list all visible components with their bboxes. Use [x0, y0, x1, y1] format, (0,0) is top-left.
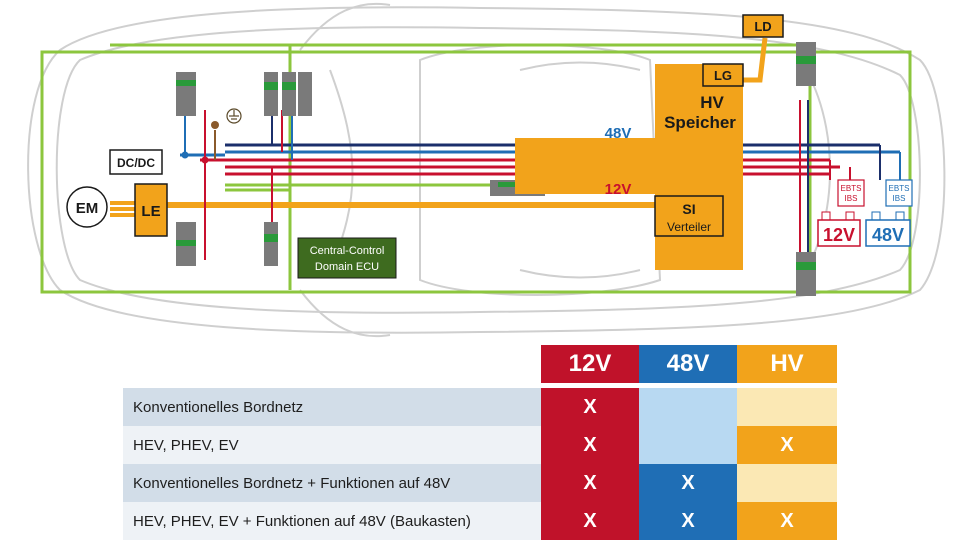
cell-48v: X	[639, 502, 737, 540]
row-label: HEV, PHEV, EV + Funktionen auf 48V (Bauk…	[123, 502, 541, 540]
ecu-module-icon	[264, 222, 278, 266]
ecu-label-1: Central-Control	[310, 245, 385, 257]
ecu-module-icon	[298, 72, 312, 116]
car-outline	[27, 2, 946, 338]
em-motor: EM	[66, 186, 108, 228]
ground-icon	[226, 108, 242, 124]
header-12v: 12V	[541, 345, 639, 383]
bus-48v-label: 48V	[605, 125, 632, 142]
cell-48v	[639, 426, 737, 464]
cell-hv	[737, 464, 837, 502]
ecu-module-icon	[796, 42, 816, 86]
cell-12v: X	[541, 426, 639, 464]
le-label: LE	[141, 203, 160, 220]
row-label: Konventionelles Bordnetz + Funktionen au…	[123, 464, 541, 502]
hv-speicher-block: HV Speicher	[515, 64, 743, 270]
cell-48v: X	[639, 464, 737, 502]
header-48v: 48V	[639, 345, 737, 383]
vehicle-wiring-diagram: HV Speicher LD LG SI Verteiler 48V 12V D…	[27, 2, 946, 338]
header-hv: HV	[737, 345, 837, 383]
cell-12v: X	[541, 464, 639, 502]
cell-hv	[737, 388, 837, 426]
ecu-label-2: Domain ECU	[315, 261, 379, 273]
dcdc-box: DC/DC	[109, 149, 163, 175]
ibs-blue-2: IBS	[893, 194, 906, 203]
ebts-ibs-12v: EBTS IBS	[821, 179, 865, 221]
cell-12v: X	[541, 388, 639, 426]
battery-12v-label: 12V	[823, 225, 855, 245]
row-label: Konventionelles Bordnetz	[123, 388, 541, 426]
cell-48v	[639, 388, 737, 426]
ebts-blue-1: EBTS	[889, 184, 910, 193]
le-box: LE	[134, 183, 168, 237]
battery-12v: 12V	[817, 219, 861, 247]
bus-12v-label: 12V	[605, 181, 632, 198]
dcdc-label: DC/DC	[117, 156, 155, 170]
em-label: EM	[76, 200, 99, 217]
ecu-module-icon	[264, 72, 278, 116]
ecu-modules	[176, 42, 816, 296]
ecu-module-icon	[282, 72, 296, 116]
ecu-module-icon	[176, 72, 196, 116]
ecu-module-icon	[176, 222, 196, 266]
ld-label: LD	[754, 19, 771, 34]
ibs-red-2: IBS	[845, 194, 858, 203]
si-label: SI	[682, 201, 695, 217]
ebts-red-1: EBTS	[841, 184, 862, 193]
ecu-module-icon	[796, 252, 816, 296]
row-label: HEV, PHEV, EV	[123, 426, 541, 464]
central-control-ecu: Central-Control Domain ECU	[297, 237, 397, 279]
ld-box: LD	[742, 14, 784, 38]
lg-box: LG	[702, 63, 744, 87]
ebts-ibs-48v: EBTS IBS	[871, 179, 913, 221]
hv-speicher-label-1: HV	[700, 93, 724, 112]
cell-hv: X	[737, 502, 837, 540]
cell-12v: X	[541, 502, 639, 540]
hv-speicher-label-2: Speicher	[664, 113, 736, 132]
verteiler-label: Verteiler	[667, 220, 711, 234]
cell-hv: X	[737, 426, 837, 464]
lg-label: LG	[714, 68, 732, 83]
battery-48v-label: 48V	[872, 225, 904, 245]
battery-48v: 48V	[865, 219, 911, 247]
si-verteiler-box: SI Verteiler	[654, 195, 724, 237]
